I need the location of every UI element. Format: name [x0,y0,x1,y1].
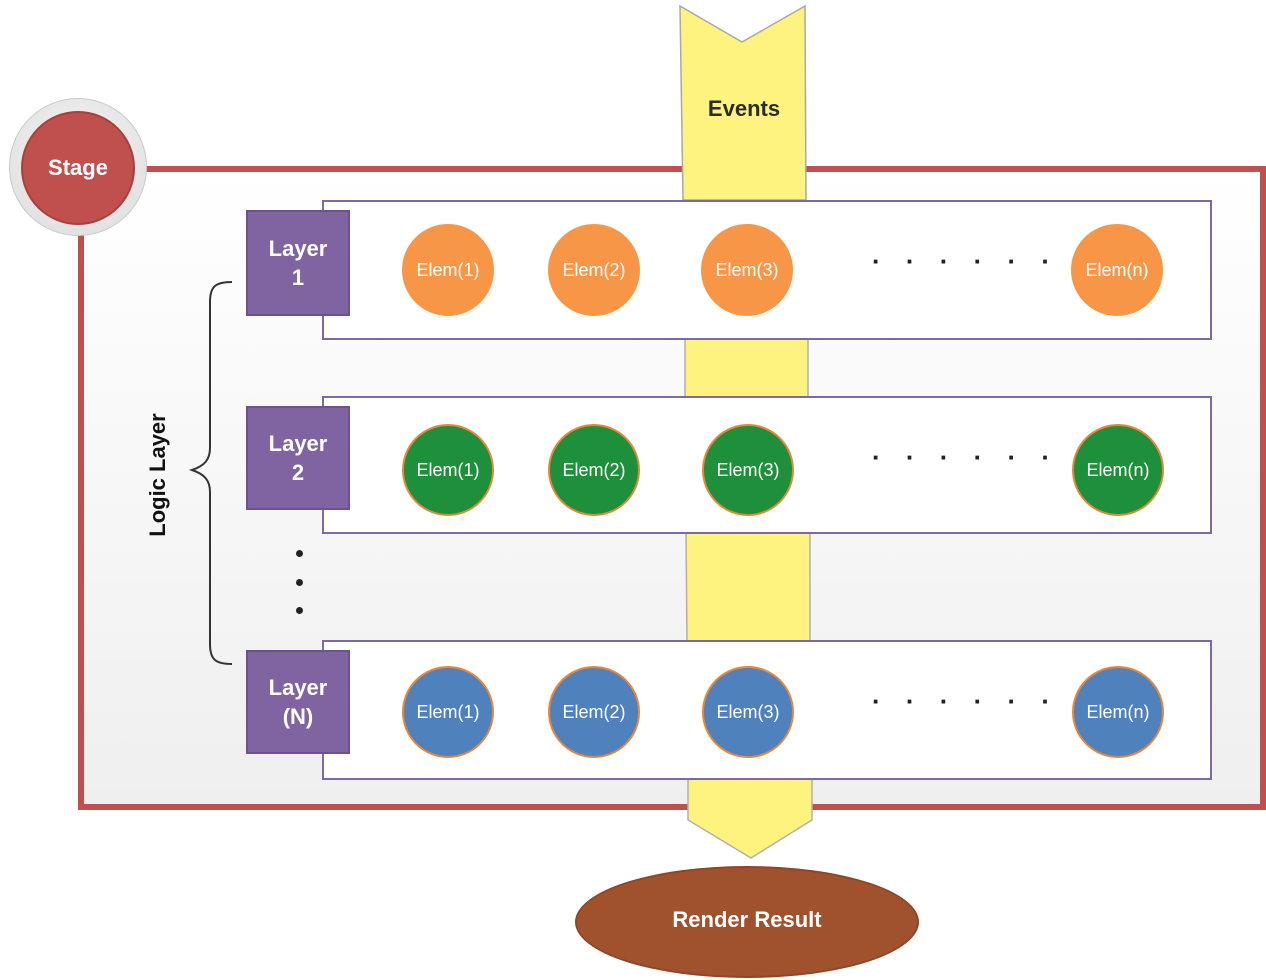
stage-badge: Stage [21,111,135,225]
render-result: Render Result [575,866,919,978]
events-arrow-bottom [687,775,813,859]
layer-1-ellipsis: · · · · · · [872,246,1060,276]
events-band-2 [685,531,811,643]
layer-2-number: 2 [291,460,305,485]
vertical-ellipsis-dot-2 [296,579,303,586]
vertical-ellipsis-dot-1 [296,550,303,557]
layer-n-title: Layer [268,675,328,700]
logic-layer-brace [188,281,233,665]
layer-n-number: (N) [282,704,314,729]
layer-1-elem-1[interactable]: Elem(1) [402,224,494,316]
layer-n-elem-2[interactable]: Elem(2) [548,666,640,758]
layer-1-title: Layer [268,236,328,261]
layer-2-ellipsis: · · · · · · [872,442,1060,472]
layer-2-elem-2[interactable]: Elem(2) [548,424,640,516]
layer-1-number: 1 [291,265,305,290]
vertical-ellipsis-dot-3 [296,607,303,614]
layer-n-label: Layer (N) [246,650,350,754]
layer-n-ellipsis: · · · · · · [872,686,1060,716]
layer-n-elem-1[interactable]: Elem(1) [402,666,494,758]
logic-layer-label: Logic Layer [145,413,170,537]
layer-2-title: Layer [268,431,328,456]
layer-1-elem-n[interactable]: Elem(n) [1071,224,1163,316]
events-label: Events [707,96,781,121]
layer-2-elem-n[interactable]: Elem(n) [1072,424,1164,516]
events-arrow-top [679,4,807,201]
layer-2-elem-1[interactable]: Elem(1) [402,424,494,516]
layer-n-elem-n[interactable]: Elem(n) [1072,666,1164,758]
layer-n-elem-3[interactable]: Elem(3) [702,666,794,758]
layer-2-label: Layer 2 [246,406,350,510]
layer-1-label: Layer 1 [246,210,350,316]
layer-1-elem-2[interactable]: Elem(2) [548,224,640,316]
layer-1-elem-3[interactable]: Elem(3) [701,224,793,316]
layer-2-elem-3[interactable]: Elem(3) [702,424,794,516]
events-band-1 [684,337,809,399]
